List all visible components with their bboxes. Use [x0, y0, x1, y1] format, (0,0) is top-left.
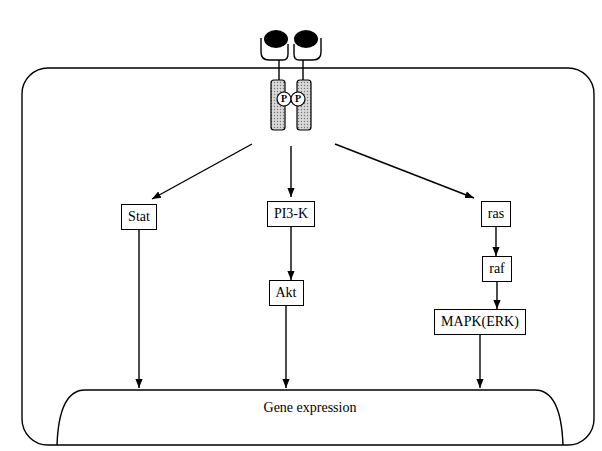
signal-arrow	[152, 144, 252, 199]
box-label: Akt	[276, 281, 297, 304]
region-label: Gene expression	[55, 388, 565, 416]
box-label: ras	[488, 202, 504, 225]
phospho-circle	[291, 92, 305, 106]
process-box: Stat	[121, 204, 157, 230]
process-box: raf	[482, 256, 512, 282]
signal-connector	[285, 306, 286, 388]
phospho-circle	[277, 92, 291, 106]
box-label: PI3-K	[274, 202, 308, 225]
box-label: Stat	[128, 205, 150, 228]
process-box: PI3-K	[267, 201, 315, 227]
process-box: ras	[481, 201, 511, 227]
signal-connector	[138, 230, 139, 388]
nucleus-envelope	[57, 390, 563, 445]
receptor-stem	[278, 60, 279, 80]
signal-connector	[479, 335, 480, 388]
phospho-label: P	[295, 94, 301, 104]
signal-connector	[496, 282, 497, 309]
nucleus-region: Gene expression	[55, 388, 565, 445]
process-box: Akt	[269, 280, 304, 306]
signal-arrow	[290, 146, 291, 197]
phospho-label: P	[281, 94, 287, 104]
cell-membrane	[22, 68, 594, 445]
signal-arrow	[335, 144, 474, 198]
signal-connector	[495, 227, 496, 256]
box-label: MAPK(ERK)	[441, 310, 519, 333]
process-box: MAPK(ERK)	[434, 309, 526, 335]
box-label: raf	[489, 257, 505, 280]
receptor-stem	[302, 60, 303, 80]
nucleus-outline	[55, 388, 565, 445]
ligand	[264, 30, 288, 48]
ligand	[294, 30, 318, 48]
signal-connector	[290, 227, 291, 280]
